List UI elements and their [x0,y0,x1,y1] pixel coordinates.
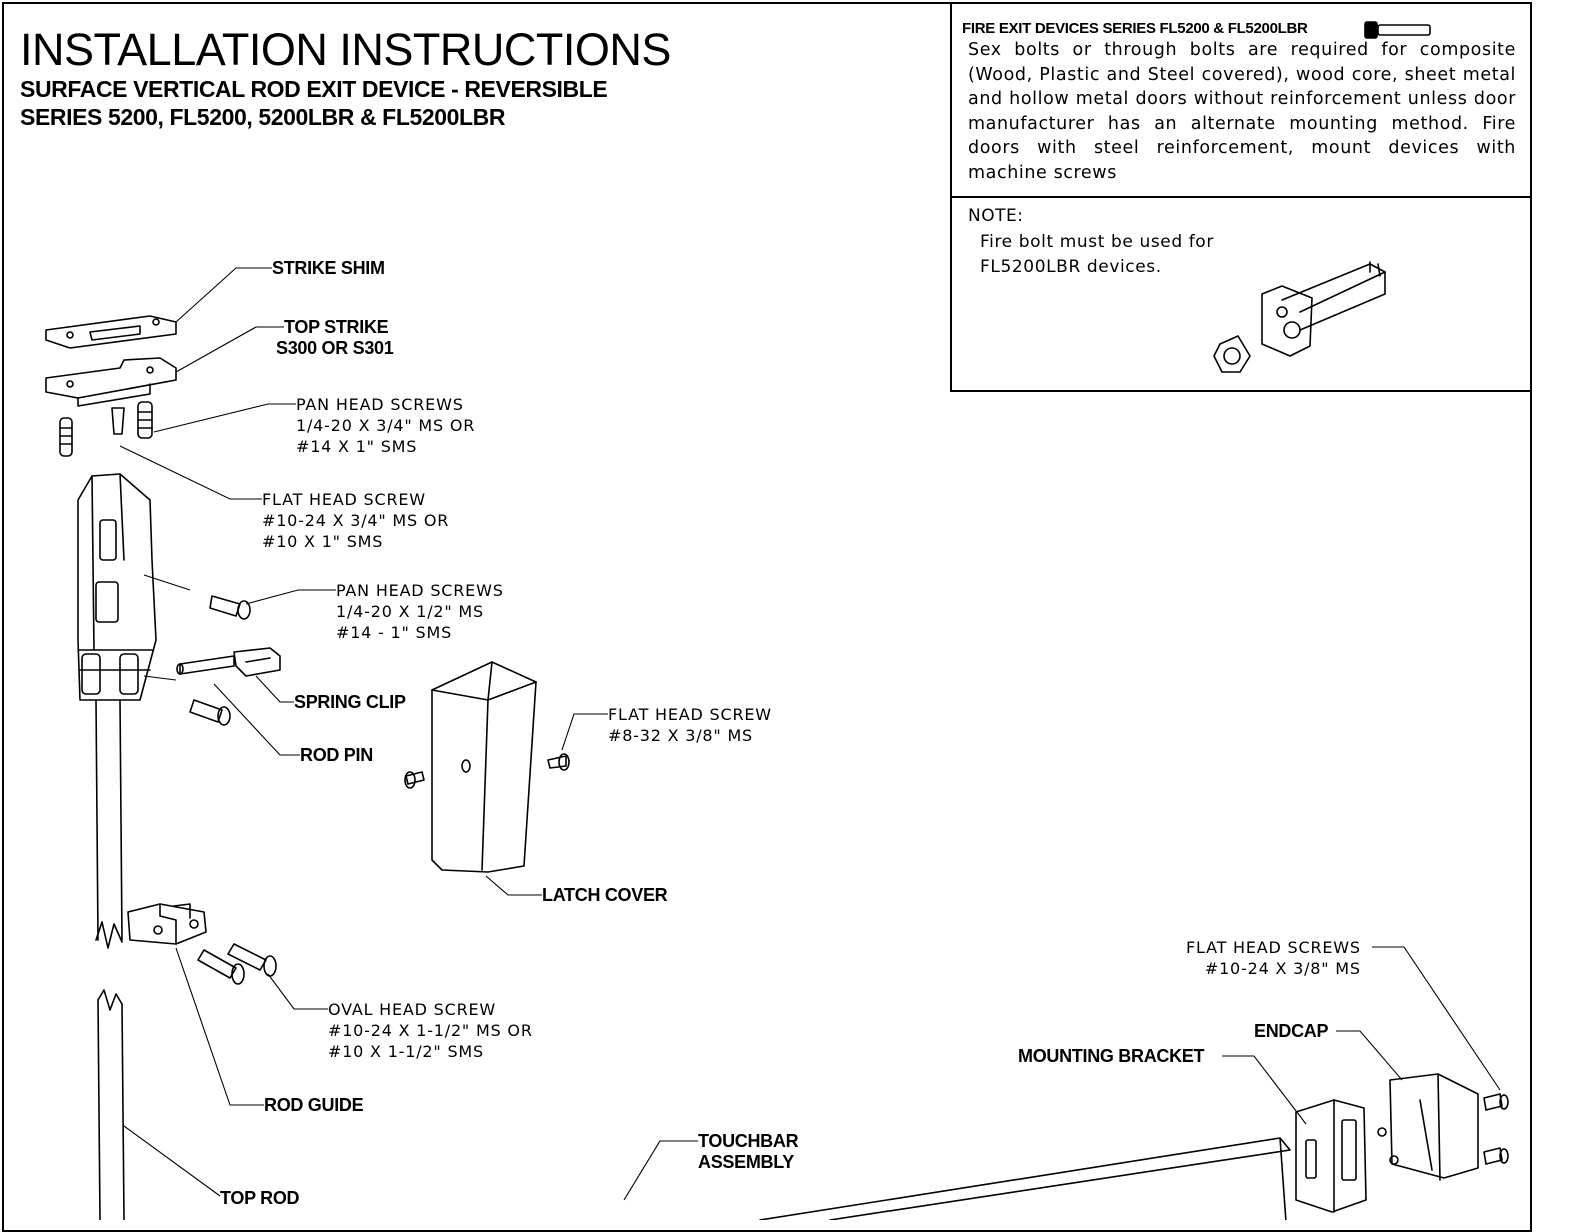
note-body: Fire bolt must be used for FL5200LBR dev… [980,230,1260,280]
label-latch-cover: LATCH COVER [542,885,668,905]
label-spring-clip: SPRING CLIP [294,692,406,712]
callout-line: #10-24 X 1-1/2" MS OR [328,1021,533,1040]
callout-line: FLAT HEAD SCREW [608,705,772,724]
callout-line: #10-24 X 3/4" MS OR [262,511,450,530]
spring-clip-part [233,647,281,677]
fire-box-heading: FIRE EXIT DEVICES SERIES FL5200 & FL5200… [962,20,1308,37]
page-subtitle: SURFACE VERTICAL ROD EXIT DEVICE - REVER… [20,76,608,102]
pan-head-screw-mid-part [209,595,251,620]
mounting-bracket-part [1295,1099,1399,1213]
series-subtitle: SERIES 5200, FL5200, 5200LBR & FL5200LBR [20,104,506,130]
callout-line: PAN HEAD SCREWS [336,581,504,600]
pan-head-screw-lower-part [189,699,231,726]
label-oval-head-screw: OVAL HEAD SCREW #10-24 X 1-1/2" MS OR #1… [328,999,533,1062]
callout-line: 1/4-20 X 1/2" MS [336,602,484,621]
label-flat-head-screw-cover: FLAT HEAD SCREW #8-32 X 3/8" MS [608,704,772,746]
latch-cover-part [431,661,537,873]
callout-line: #10 X 1" SMS [262,532,384,551]
note-box: NOTE: Fire bolt must be used for FL5200L… [950,196,1532,392]
page-title: INSTALLATION INSTRUCTIONS [20,24,671,75]
endcap-part [1389,1073,1479,1181]
rod-guide-part [127,903,207,945]
fire-bolt-icon [1364,21,1431,39]
label-flat-head-screw-top: FLAT HEAD SCREW #10-24 X 3/4" MS OR #10 … [262,489,449,552]
callout-line: OVAL HEAD SCREW [328,1000,497,1019]
callout-line: PAN HEAD SCREWS [296,395,464,414]
label-flat-head-screws-endcap: FLAT HEAD SCREWS #10-24 X 3/8" MS [1186,937,1361,979]
label-rod-guide: ROD GUIDE [264,1095,364,1115]
label-top-strike-model: S300 OR S301 [276,338,394,358]
oval-head-screws-part [197,943,277,985]
callout-line: 1/4-20 X 3/4" MS OR [296,416,476,435]
callout-line: #10-24 X 3/8" MS [1204,959,1361,978]
callout-line: #14 - 1" SMS [336,623,453,642]
fire-bolt-illustration [1213,261,1386,373]
label-top-rod: TOP ROD [220,1188,300,1208]
note-label: NOTE: [968,206,1024,226]
latch-body-part [77,473,157,701]
strike-shim-part [45,315,177,349]
label-endcap: ENDCAP [1254,1021,1329,1041]
touchbar-part [759,1137,1291,1220]
fire-exit-box: FIRE EXIT DEVICES SERIES FL5200 & FL5200… [950,4,1532,198]
callout-line: FLAT HEAD SCREW [262,490,426,509]
label-touchbar: TOUCHBAR [698,1131,799,1151]
callout-line: #10 X 1-1/2" SMS [328,1042,484,1061]
flat-head-screw-cover-part [404,753,570,789]
callout-line: FLAT HEAD SCREWS [1186,938,1361,957]
label-pan-head-screws-top: PAN HEAD SCREWS 1/4-20 X 3/4" MS OR #14 … [296,394,475,457]
note-line: Fire bolt must be used for [980,232,1214,252]
top-strike-part [45,357,177,407]
top-rod-part [95,699,125,1220]
callout-line: #8-32 X 3/8" MS [608,726,754,745]
fire-box-body: Sex bolts or through bolts are required … [968,40,1516,183]
callout-line: #14 X 1" SMS [296,437,418,456]
label-mounting-bracket: MOUNTING BRACKET [1018,1046,1205,1066]
pan-head-screws-top-part [59,401,153,457]
label-strike-shim: STRIKE SHIM [272,258,385,278]
rod-pin-part [176,655,235,675]
label-touchbar-assembly: ASSEMBLY [698,1152,794,1172]
flat-head-screws-endcap-part [1483,1093,1509,1165]
label-top-strike: TOP STRIKE [284,317,389,337]
label-rod-pin: ROD PIN [300,745,373,765]
label-pan-head-screws-mid: PAN HEAD SCREWS 1/4-20 X 1/2" MS #14 - 1… [336,580,504,643]
note-line: FL5200LBR devices. [980,257,1162,277]
leader-lines [119,267,1501,1201]
